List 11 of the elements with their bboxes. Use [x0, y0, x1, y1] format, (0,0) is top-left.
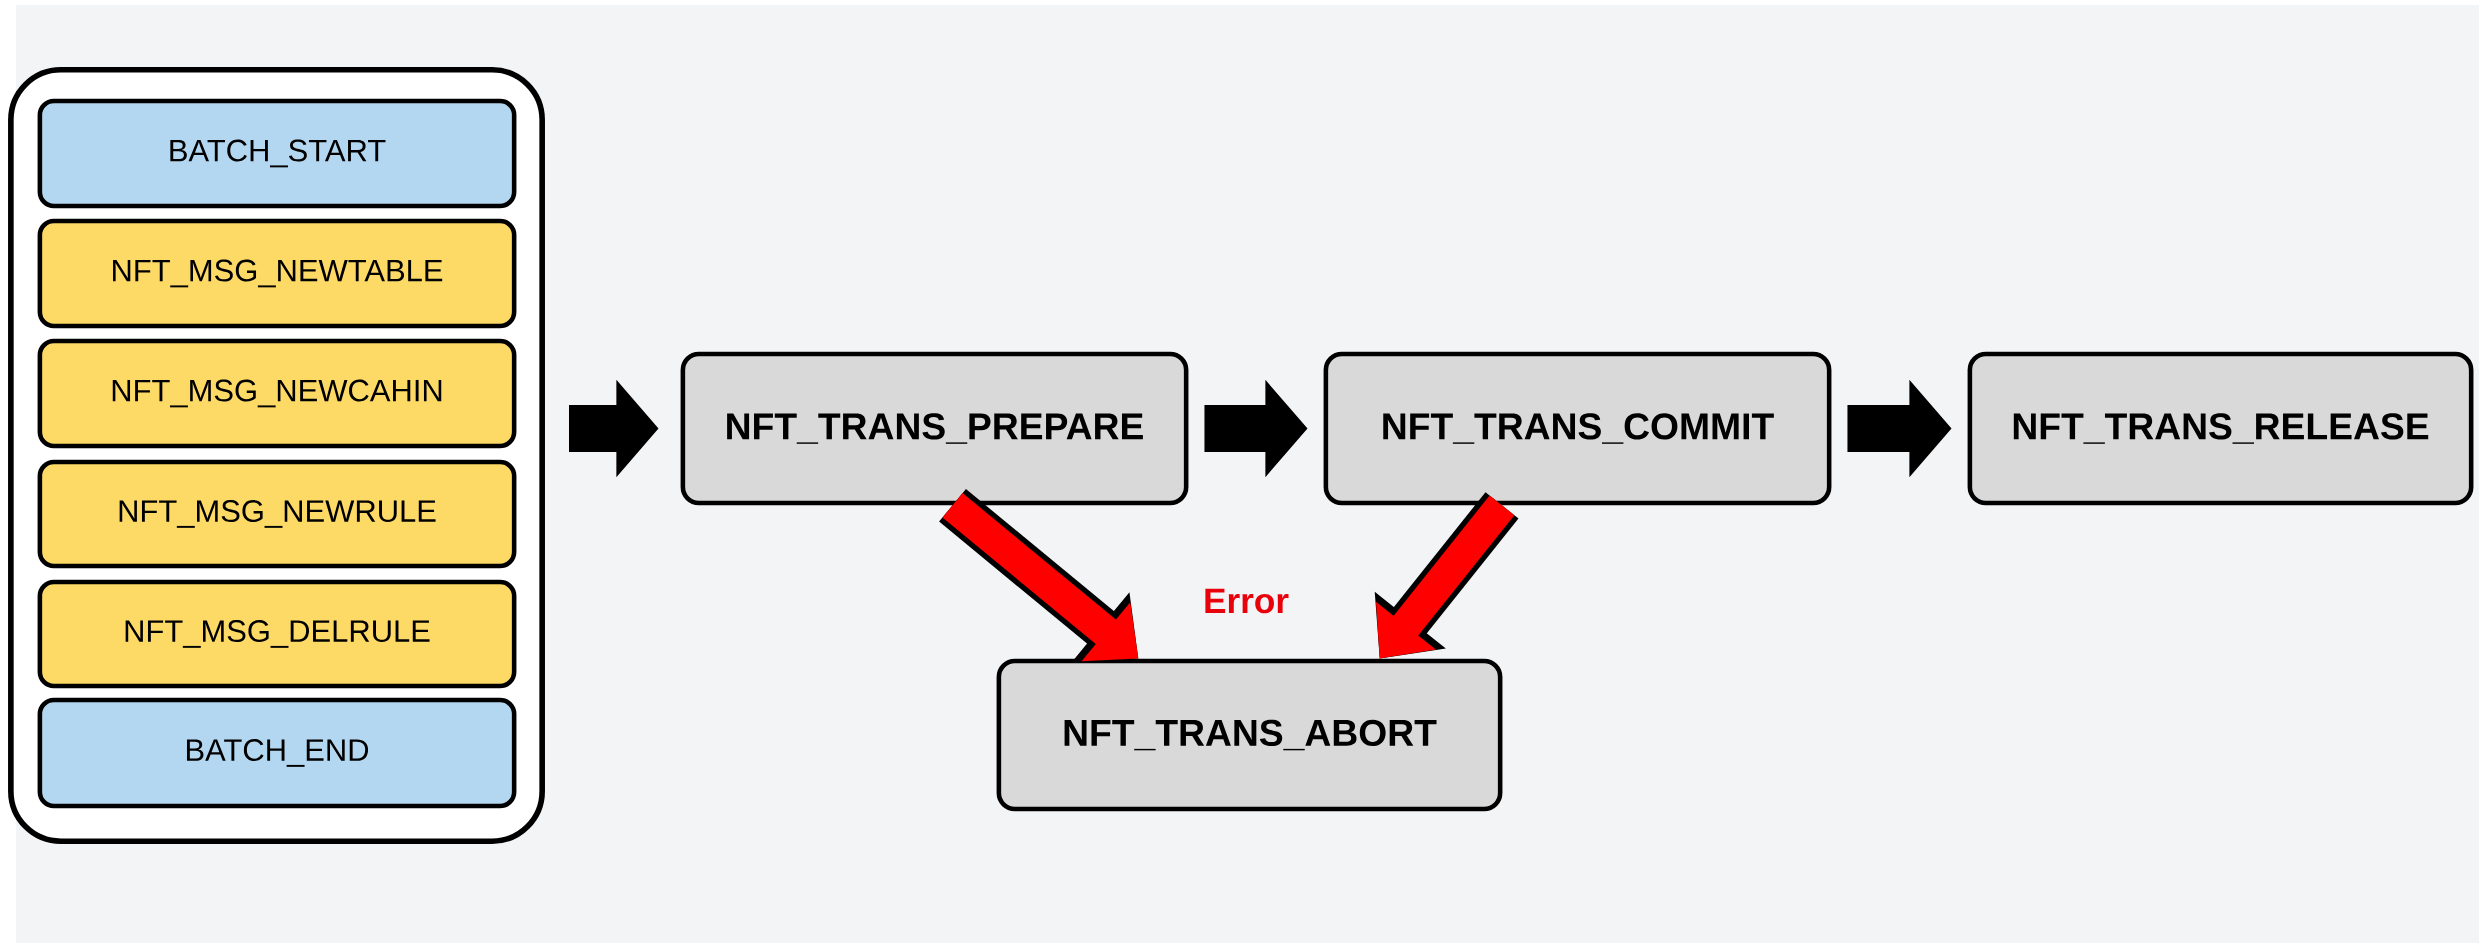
message-box: NFT_MSG_NEWCAHIN [37, 338, 517, 449]
error-label: Error [1205, 588, 1289, 614]
message-box: NFT_MSG_NEWTABLE [37, 218, 517, 329]
message-box: NFT_MSG_DELRULE [37, 579, 517, 689]
message-box: NFT_MSG_NEWRULE [37, 459, 517, 569]
message-box: BATCH_END [37, 697, 517, 809]
state-box: NFT_TRANS_ABORT [996, 658, 1503, 812]
state-box: NFT_TRANS_COMMIT [1323, 351, 1832, 506]
message-box: BATCH_START [37, 98, 517, 209]
state-box: NFT_TRANS_RELEASE [1967, 351, 2474, 506]
state-box: NFT_TRANS_PREPARE [680, 351, 1189, 506]
